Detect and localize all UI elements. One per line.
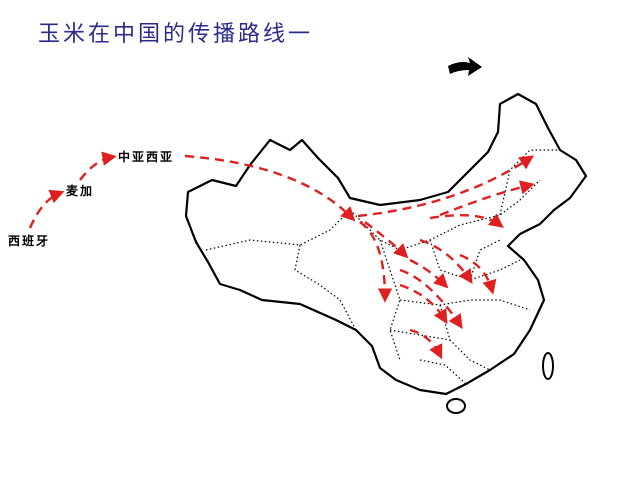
route-mecca-central-asia	[79, 151, 117, 181]
route-east-2	[459, 253, 497, 295]
label-spain: 西班牙	[8, 234, 51, 248]
route-south-4	[399, 283, 448, 325]
route-south-3	[399, 268, 463, 329]
route-south-2	[364, 221, 409, 259]
route-south-5	[409, 328, 443, 360]
route-northeast-1	[357, 155, 534, 218]
route-central-asia-china	[184, 154, 356, 222]
label-central-asia: 中亚西亚	[118, 150, 175, 164]
china-outline	[184, 92, 588, 396]
route-spain-mecca	[28, 189, 65, 229]
hainan-island	[446, 398, 466, 414]
slide-title: 玉米在中国的传播路线一	[38, 22, 314, 47]
next-arrow-icon[interactable]	[448, 57, 482, 76]
taiwan-island	[542, 352, 554, 380]
label-mecca: 麦加	[66, 184, 95, 198]
route-north	[429, 213, 504, 228]
route-center	[409, 258, 449, 289]
route-northeast-2	[439, 180, 535, 217]
route-east-1	[419, 238, 473, 284]
route-south-1	[359, 221, 393, 303]
